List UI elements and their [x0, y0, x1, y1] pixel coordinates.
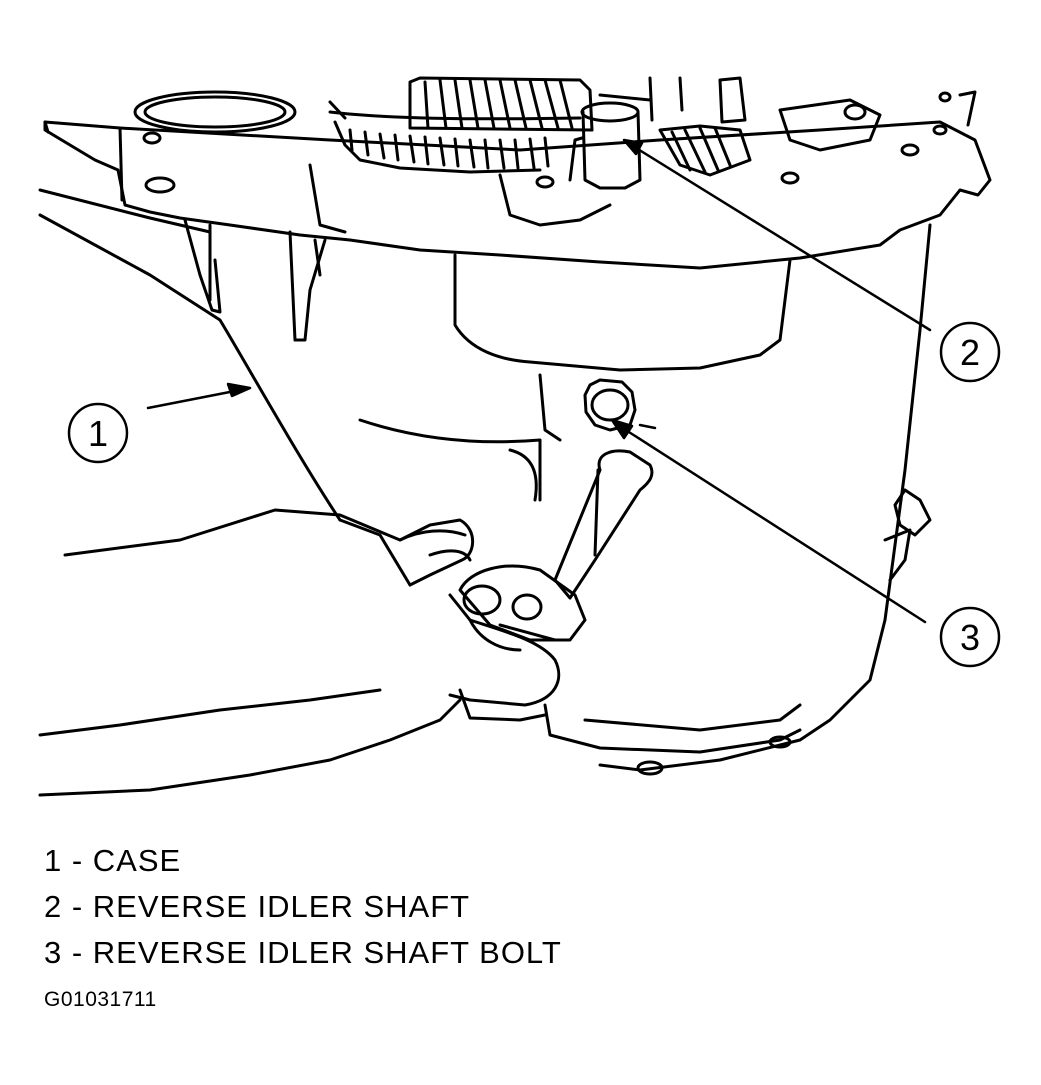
parts-legend: 1 - CASE 2 - REVERSE IDLER SHAFT 3 - REV… [44, 842, 562, 980]
callout-label-2: 2 [960, 332, 980, 373]
reverse-idler-shaft-bolt [583, 378, 637, 432]
callout-circle-1 [67, 402, 129, 464]
gear-cluster [328, 76, 882, 177]
legend-item-reverse-idler-shaft: 2 - REVERSE IDLER SHAFT [44, 889, 471, 924]
figure-code: G01031711 [44, 988, 157, 1011]
callout-label-3: 3 [960, 617, 980, 658]
mounting-ribs [183, 218, 327, 342]
transmission-case-illustration: 1 2 3 [38, 76, 1001, 797]
callout-label-1: 1 [88, 413, 108, 454]
callout-circle-2 [939, 321, 1001, 383]
case-body [358, 223, 932, 776]
ratchet-wrench [458, 449, 654, 642]
legend-item-reverse-idler-shaft-bolt: 3 - REVERSE IDLER SHAFT BOLT [44, 935, 562, 970]
leader-lines [146, 138, 932, 624]
seal-ring [133, 90, 297, 134]
case-flange [43, 90, 992, 270]
legend-item-case: 1 - CASE [44, 843, 182, 878]
callout-circle-3 [939, 606, 1001, 668]
hand [38, 188, 561, 797]
reverse-idler-shaft [568, 101, 642, 190]
